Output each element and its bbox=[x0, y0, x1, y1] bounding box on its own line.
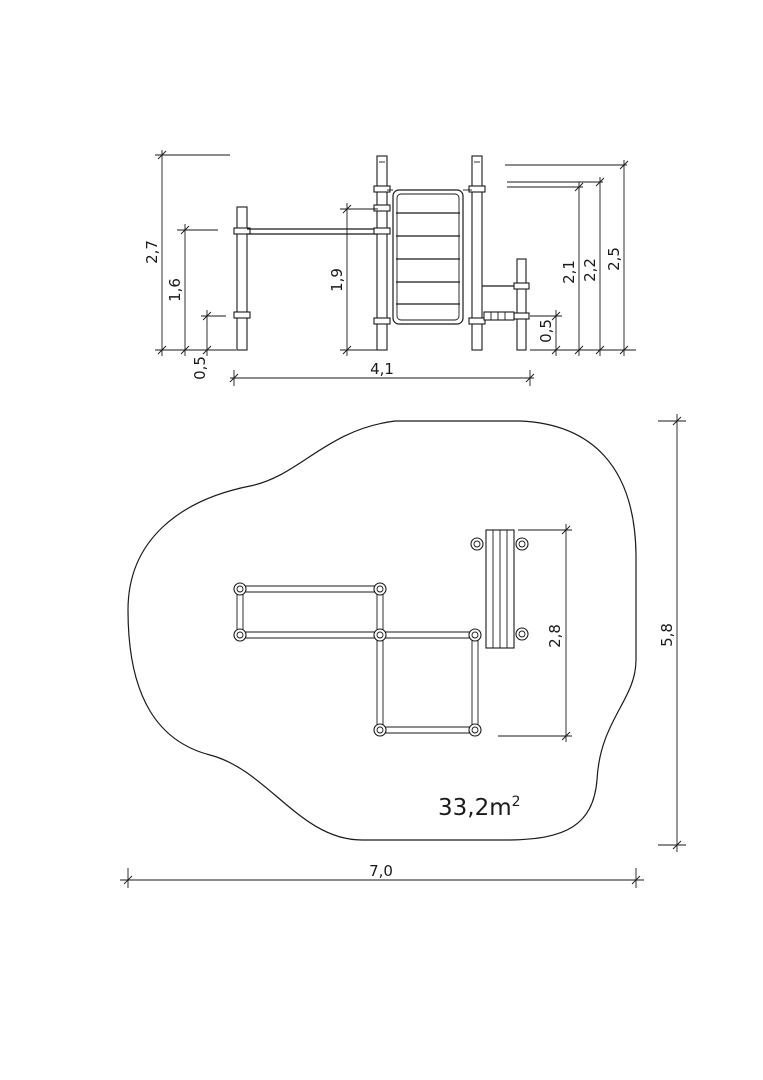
ladder-right-post bbox=[471, 155, 483, 351]
elevation-view: 2,7 1,6 0,5 1,9 bbox=[143, 150, 636, 386]
dim-height-right-3: 2,5 bbox=[605, 247, 623, 271]
dim-equipment-depth: 2,8 bbox=[546, 624, 564, 648]
area-label: 33,2m2 bbox=[438, 794, 521, 821]
dim-5-8 bbox=[658, 414, 686, 852]
bench-post bbox=[516, 258, 527, 351]
dim-plan-depth: 5,8 bbox=[658, 623, 676, 647]
dim-height-total-left: 2,7 bbox=[143, 240, 161, 264]
bench-seat bbox=[483, 311, 515, 321]
dim-2-8 bbox=[498, 524, 572, 742]
dim-1-6 bbox=[177, 224, 218, 356]
equipment-plan bbox=[233, 529, 529, 737]
plan-view: 2,8 5,8 7,0 33,2m2 bbox=[120, 414, 686, 888]
dim-plan-width: 7,0 bbox=[369, 862, 393, 880]
dim-overall-width: 4,1 bbox=[370, 360, 394, 378]
dim-1-9 bbox=[340, 203, 378, 356]
safety-area-outline bbox=[127, 420, 637, 841]
dims-right bbox=[505, 160, 636, 356]
ladder-left-post bbox=[376, 155, 388, 351]
dim-height-bar-low: 1,6 bbox=[166, 278, 184, 302]
dim-height-base-right: 0,5 bbox=[537, 319, 555, 343]
dim-height-right-2: 2,2 bbox=[581, 258, 599, 282]
left-post bbox=[236, 206, 248, 351]
bench-plan bbox=[470, 529, 529, 649]
dim-7-0 bbox=[120, 868, 644, 888]
ladder bbox=[387, 189, 472, 325]
dim-2-7 bbox=[155, 150, 230, 356]
dim-height-right-1: 2,1 bbox=[560, 260, 578, 284]
dim-height-base-left: 0,5 bbox=[191, 356, 209, 380]
dim-0-5-left bbox=[201, 310, 226, 356]
dim-4-1 bbox=[229, 370, 535, 386]
dim-height-bar-mid: 1,9 bbox=[328, 268, 346, 292]
